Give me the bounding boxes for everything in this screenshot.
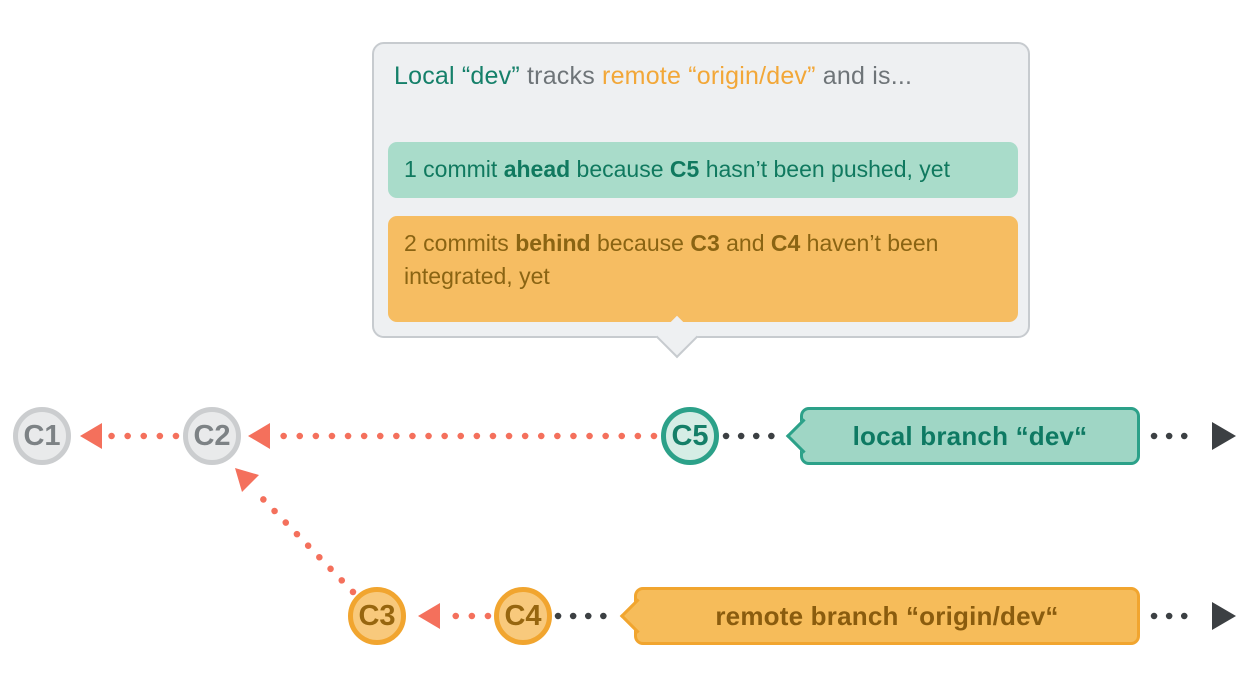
- tooltip-title-tracks: tracks: [519, 62, 603, 90]
- tracking-tooltip: Local “dev” tracks remote “origin/dev” a…: [372, 42, 1030, 338]
- note-ahead-text: 1 commit: [404, 156, 504, 182]
- remote-branch-badge: remote branch “origin/dev“: [634, 587, 1140, 645]
- commit-label-c4: C4: [504, 599, 542, 632]
- local-branch-badge: local branch “dev“: [800, 407, 1140, 465]
- tooltip-title-remote-branch: remote “origin/dev”: [602, 62, 816, 90]
- tooltip-title-local-branch: Local “dev”: [394, 62, 520, 90]
- edge-c3-to-c2-diagonal: [256, 492, 357, 596]
- note-behind-commit-ref-c3: C3: [690, 230, 720, 256]
- commit-label-c2: C2: [193, 419, 231, 452]
- timeline-arrow-local-icon: [1212, 422, 1236, 450]
- note-behind: 2 commits behind because C3 and C4 haven…: [388, 216, 1018, 322]
- commit-node-c1: C1: [13, 407, 71, 465]
- note-ahead-keyword: ahead: [503, 156, 571, 182]
- remote-branch-badge-label: remote branch “origin/dev“: [715, 600, 1059, 631]
- timeline-arrow-remote-icon: [1212, 602, 1236, 630]
- note-behind-text2: because: [590, 230, 691, 256]
- commit-label-c5: C5: [671, 419, 709, 452]
- note-behind-commit-ref-c4: C4: [770, 230, 801, 256]
- tooltip-title: Local “dev” tracks remote “origin/dev” a…: [394, 62, 912, 91]
- arrowhead-to-c3-icon: [418, 603, 440, 629]
- local-branch-badge-label: local branch “dev“: [852, 420, 1088, 451]
- note-behind-text4: haven’t been integrated, yet: [404, 230, 939, 289]
- note-behind-text3: and: [719, 230, 771, 256]
- commit-label-c3: C3: [358, 599, 396, 632]
- commit-label-c1: C1: [23, 419, 61, 452]
- commit-node-c4: C4: [494, 587, 552, 645]
- arrowhead-to-c1-icon: [80, 423, 102, 449]
- note-ahead: 1 commit ahead because C5 hasn’t been pu…: [388, 142, 1018, 198]
- note-ahead-commit-ref: C5: [669, 156, 700, 182]
- commit-node-c2: C2: [183, 407, 241, 465]
- arrowhead-diagonal-to-c2-icon: [235, 468, 259, 492]
- note-behind-keyword: behind: [515, 230, 591, 256]
- note-behind-text: 2 commits: [404, 230, 516, 256]
- note-ahead-text3: hasn’t been pushed, yet: [699, 156, 950, 182]
- tooltip-title-suffix: and is...: [815, 62, 913, 90]
- commit-node-c3: C3: [348, 587, 406, 645]
- note-ahead-text2: because: [570, 156, 670, 182]
- arrowhead-to-c2-icon: [248, 423, 270, 449]
- commit-node-c5: C5: [661, 407, 719, 465]
